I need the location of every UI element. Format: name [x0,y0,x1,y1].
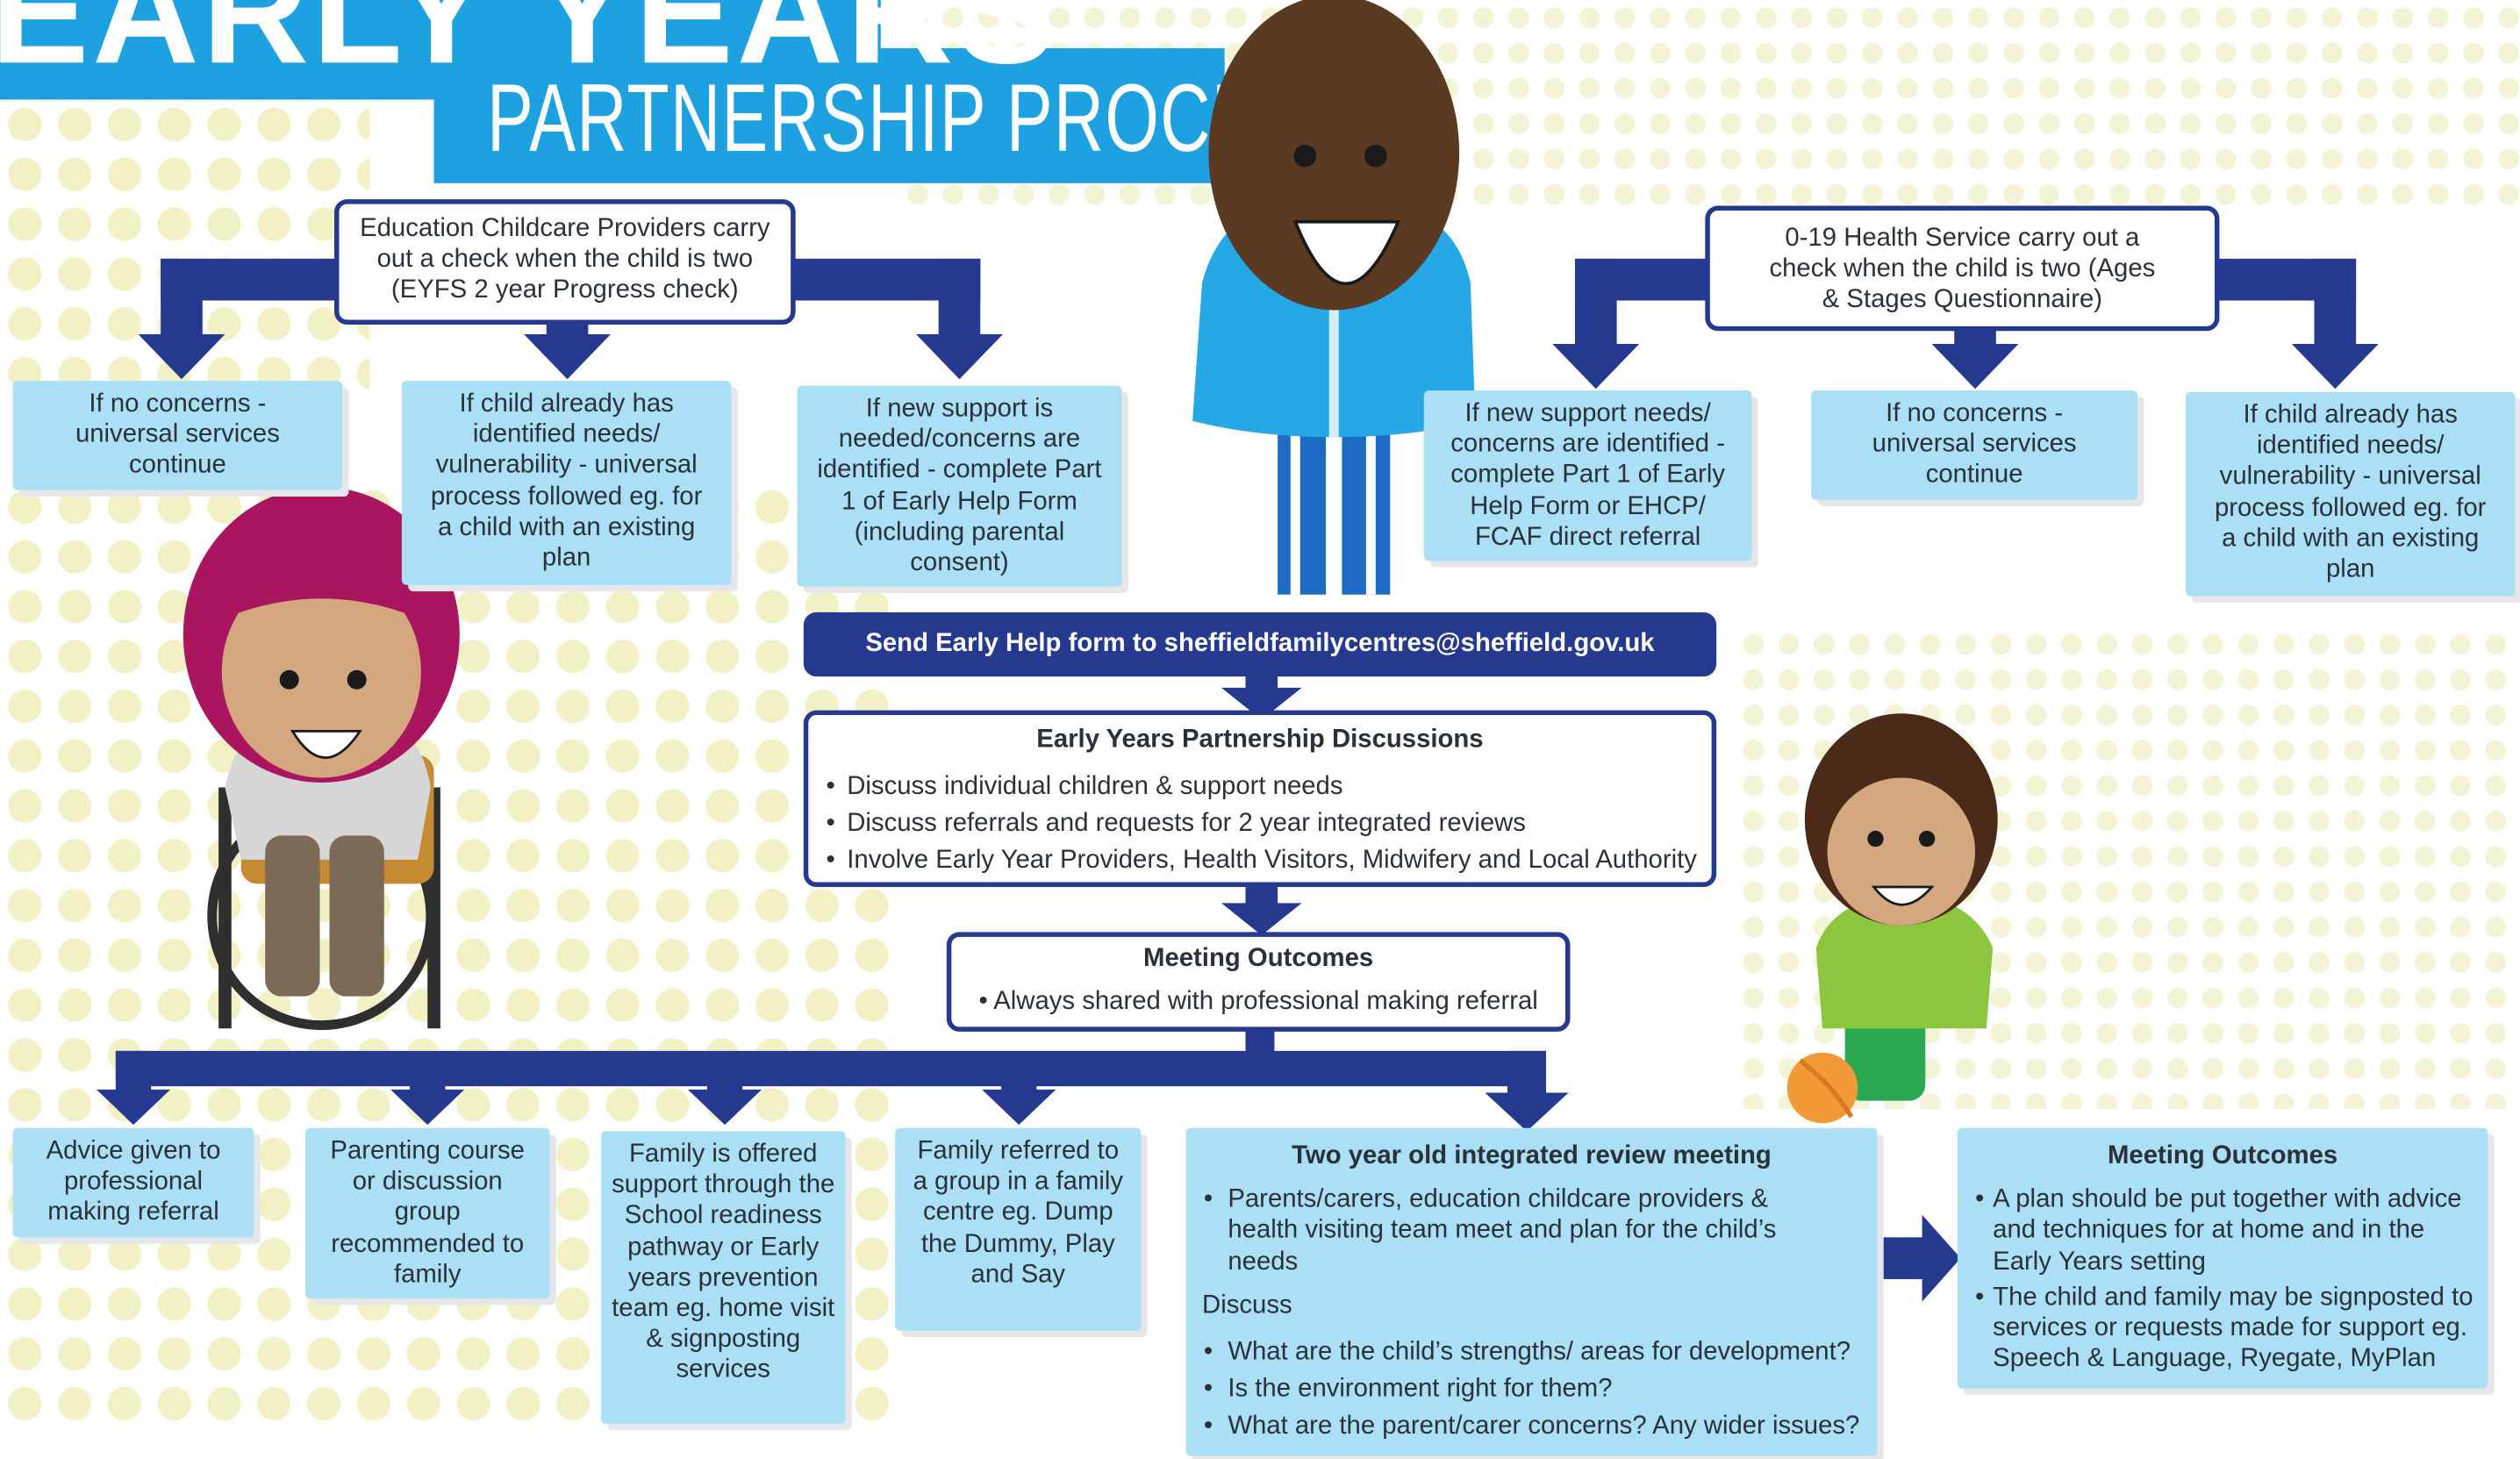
integrated-review-box: Two year old integrated review meeting P… [1185,1127,1878,1456]
option-school-readiness: Family is offered support through the Sc… [601,1131,846,1424]
integrated-review-discuss-label: Discuss [1202,1291,1292,1320]
partnership-discussions-title: Early Years Partnership Discussions [1036,726,1484,755]
partnership-discussions-list: Discuss individual children & support ne… [821,769,1699,879]
left-outcome-new-support-text: If new support is needed/concerns are id… [817,395,1102,577]
right-outcome-no-concerns: If no concerns - universal services cont… [1811,390,2138,500]
standing-woman-illustration [1786,713,1998,1124]
right-outcome-existing-needs: If child already has identified needs/ v… [2185,391,2516,597]
list-item: The child and family may be signposted t… [1971,1282,2475,1375]
meeting-outcomes-item: • Always shared with professional making… [978,988,1538,1016]
page-subtitle: PARTNERSHIP PROCESS [486,64,1354,172]
list-item: What are the parent/carer concerns? Any … [1199,1408,1864,1445]
man-illustration [1192,0,1476,595]
integrated-review-discuss-list: What are the child’s strengths/ areas fo… [1199,1334,1864,1444]
left-outcome-no-concerns: If no concerns - universal services cont… [12,381,343,490]
list-item: Is the environment right for them? [1199,1370,1864,1407]
right-outcome-new-support-text: If new support needs/ concerns are ident… [1450,400,1725,551]
list-item: A plan should be put together with advic… [1971,1184,2475,1277]
send-form-bar: Send Early Help form to sheffieldfamilyc… [803,611,1717,677]
right-outcome-existing-needs-text: If child already has identified needs/ v… [2214,401,2487,583]
option-family-centre-text: Family referred to a group in a family c… [913,1137,1124,1289]
right-outcome-new-support: If new support needs/ concerns are ident… [1423,390,1752,561]
integrated-review-list: Parents/carers, education childcare prov… [1199,1184,1864,1277]
meeting-outcomes-title: Meeting Outcomes [1143,944,1374,973]
option-parenting-course: Parenting course or discussion group rec… [305,1127,550,1298]
meeting-outcomes-box: Meeting Outcomes • Always shared with pr… [946,932,1571,1032]
final-outcomes-box: Meeting Outcomes A plan should be put to… [1957,1127,2488,1389]
education-check-text: Education Childcare Providers carry out … [360,215,770,304]
right-outcome-no-concerns-text: If no concerns - universal services cont… [1872,400,2077,490]
list-item: Discuss individual children & support ne… [821,769,1699,805]
final-outcomes-list: A plan should be put together with advic… [1971,1184,2475,1375]
left-outcome-existing-needs: If child already has identified needs/ v… [401,381,732,585]
option-advice: Advice given to professional making refe… [12,1127,254,1238]
integrated-review-title: Two year old integrated review meeting [1292,1142,1772,1170]
option-advice-text: Advice given to professional making refe… [46,1137,221,1227]
meeting-outcomes-item-text: Always shared with professional making r… [993,988,1538,1016]
option-family-centre: Family referred to a group in a family c… [895,1127,1142,1331]
education-check-box: Education Childcare Providers carry out … [333,199,796,325]
option-parenting-course-text: Parenting course or discussion group rec… [330,1137,525,1289]
list-item: Involve Early Year Providers, Health Vis… [821,842,1699,879]
health-check-box: 0-19 Health Service carry out a check wh… [1705,205,2220,332]
subtitle-banner [433,47,1225,183]
option-school-readiness-text: Family is offered support through the Sc… [612,1141,835,1384]
partnership-discussions-box: Early Years Partnership Discussions Disc… [803,710,1717,888]
list-item: What are the child’s strengths/ areas fo… [1199,1334,1864,1370]
wheelchair-woman-illustration [183,486,460,1031]
left-outcome-existing-needs-text: If child already has identified needs/ v… [430,390,703,573]
health-check-text: 0-19 Health Service carry out a check wh… [1769,225,2156,314]
final-outcomes-title: Meeting Outcomes [2108,1142,2338,1170]
list-item: Parents/carers, education childcare prov… [1199,1184,1793,1277]
left-outcome-new-support: If new support is needed/concerns are id… [797,385,1122,587]
page-title: EARLY YEARS [0,0,1059,96]
left-outcome-no-concerns-text: If no concerns - universal services cont… [75,390,280,480]
list-item: Discuss referrals and requests for 2 yea… [821,805,1699,842]
